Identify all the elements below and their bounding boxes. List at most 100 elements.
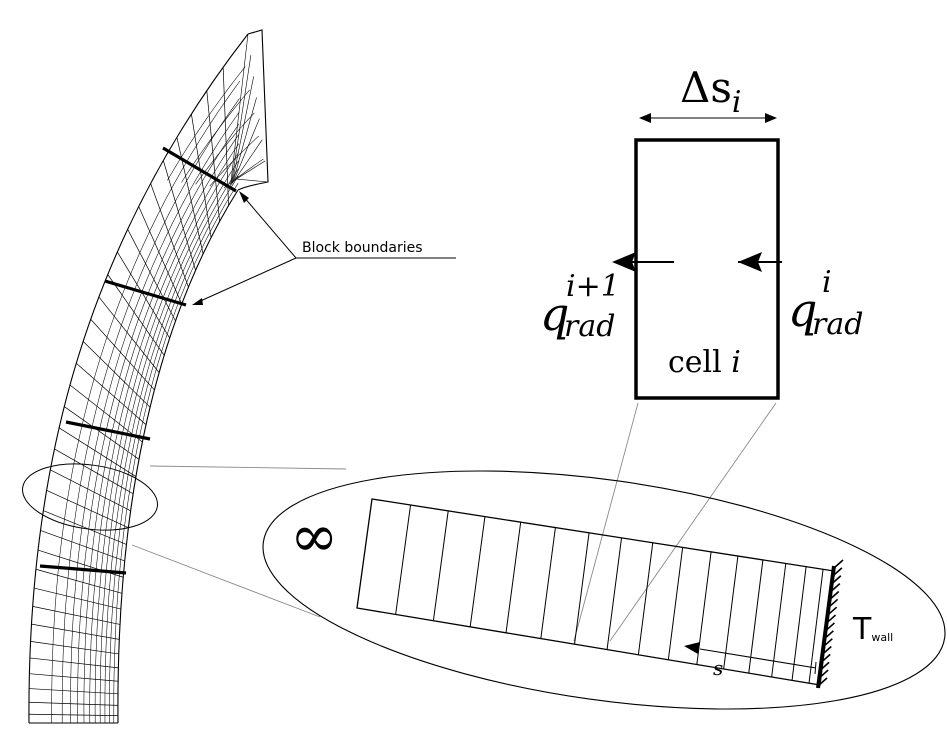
s-label: s [713, 656, 723, 680]
strip-outline [356, 498, 835, 686]
fan-line [233, 139, 263, 182]
mesh-cross-line [116, 251, 170, 339]
mesh-cross-line [33, 587, 121, 610]
wall-hatch-line [820, 653, 831, 663]
cell-detail: Δsi q i+1 rad q i rad cell i [540, 63, 863, 642]
s-arrow-shaft [699, 648, 817, 669]
block-boundary-1 [162, 146, 237, 193]
mesh-cross-line [176, 137, 204, 254]
q-left-superscript: i+1 [566, 269, 620, 304]
fan-line [230, 55, 252, 185]
mesh-cross-line [35, 568, 123, 594]
fan-line [231, 76, 255, 184]
mesh-longitudinal-line [61, 98, 240, 723]
strip-cell-line [791, 566, 807, 681]
cell-label: cell i [668, 345, 741, 380]
s-tick [814, 661, 817, 675]
zoom-ellipse-small [22, 463, 158, 531]
mesh-grid-lines [28, 67, 241, 724]
mesh-cross-line [32, 606, 121, 625]
mesh-cross-line [46, 489, 129, 529]
s-arrowhead [684, 642, 700, 654]
mesh-cross-line [64, 406, 140, 460]
strip-cell-line [574, 532, 590, 645]
fan-line [235, 178, 269, 183]
wall-hatch-line [831, 575, 842, 585]
fan-arc-line [209, 135, 259, 187]
annotation-leader-2 [195, 257, 297, 304]
annotation-leader-1 [242, 195, 297, 259]
delta-s-base: Δs [680, 63, 732, 112]
wall-hatch-line [817, 677, 828, 687]
fan-outer-edge [237, 29, 269, 191]
q-left-base: q [540, 287, 569, 341]
fan-arc-line [181, 89, 250, 183]
q-left-subscript: rad [564, 309, 615, 344]
q-left-label: q [540, 287, 569, 341]
wall-hatch-line [818, 669, 829, 679]
strip-cell-line [505, 522, 522, 633]
strip-cell-line [606, 537, 623, 650]
mesh-cross-line [29, 657, 119, 669]
mesh-cross-line [28, 713, 118, 716]
wall-hatch-line [823, 630, 834, 640]
strip-cell-line [667, 547, 684, 660]
mesh-longitudinal-line [99, 160, 239, 724]
wall-hatch-line [822, 638, 833, 648]
strip-cell-line [808, 569, 824, 684]
cell-guide-left [573, 402, 639, 642]
fan-line [233, 118, 260, 183]
strip-cell-line [723, 555, 739, 670]
q-left-arrowhead [612, 252, 636, 272]
mesh-cross-line [31, 623, 120, 640]
strip-cell-line [748, 559, 764, 674]
wall-hatching [817, 559, 844, 687]
block-boundary-3 [65, 420, 151, 441]
strip-cell-line [637, 542, 654, 655]
fan-arc-line [167, 66, 246, 181]
block-boundaries-label: Block boundaries [302, 240, 423, 256]
mesh-cross-line [69, 384, 143, 443]
zoomed-strip-detail: ∞ Twall s [262, 470, 946, 710]
mesh-cross-line [43, 510, 127, 545]
q-right-superscript: i [822, 265, 832, 300]
cell-label-text: cell [668, 345, 731, 380]
wall-hatch-line [833, 559, 844, 569]
mesh-fan-region [167, 33, 269, 189]
mesh-cross-line [29, 673, 119, 682]
mesh-inner-boundary [117, 189, 239, 724]
t-wall-subscript: wall [871, 631, 893, 644]
strip-cell-line [540, 527, 556, 639]
mesh-cross-line [127, 229, 176, 322]
wall-hatch-line [824, 622, 835, 632]
zoom-ellipse-large [262, 470, 946, 710]
mesh-longitudinal-line [51, 80, 241, 724]
mesh-cross-line [150, 183, 189, 288]
zoom-guide-bottom [131, 544, 321, 618]
mesh-cross-line [138, 206, 183, 305]
delta-s-arrow-left [639, 113, 651, 123]
q-right-base: q [788, 283, 817, 337]
mesh-longitudinal-line [113, 183, 239, 723]
wall-hatch-line [828, 598, 839, 608]
mesh-cross-line [76, 362, 147, 425]
mesh-outer-boundary [28, 33, 249, 724]
wall-hatch-line [819, 661, 830, 671]
mesh-cross-line [50, 469, 131, 512]
cell-rectangle [634, 138, 780, 400]
strip-cell-line [469, 516, 486, 627]
mesh-cross-line [29, 688, 118, 695]
mesh-cross-line [98, 296, 160, 373]
mesh-cross-line [90, 318, 155, 391]
block-boundaries-annotation [195, 195, 456, 304]
block-boundary-2 [104, 279, 187, 307]
mesh-longitudinal-line [83, 133, 240, 724]
mesh-cross-line [107, 274, 165, 356]
cell-guide-right [609, 402, 777, 642]
mesh-cross-line [58, 427, 137, 477]
arrowhead-leader-1 [239, 191, 249, 203]
q-right-arrowhead [738, 252, 762, 272]
t-wall-base: T [852, 612, 872, 647]
mesh-longitudinal-line [104, 168, 239, 724]
wall-hatch-line [827, 606, 838, 616]
